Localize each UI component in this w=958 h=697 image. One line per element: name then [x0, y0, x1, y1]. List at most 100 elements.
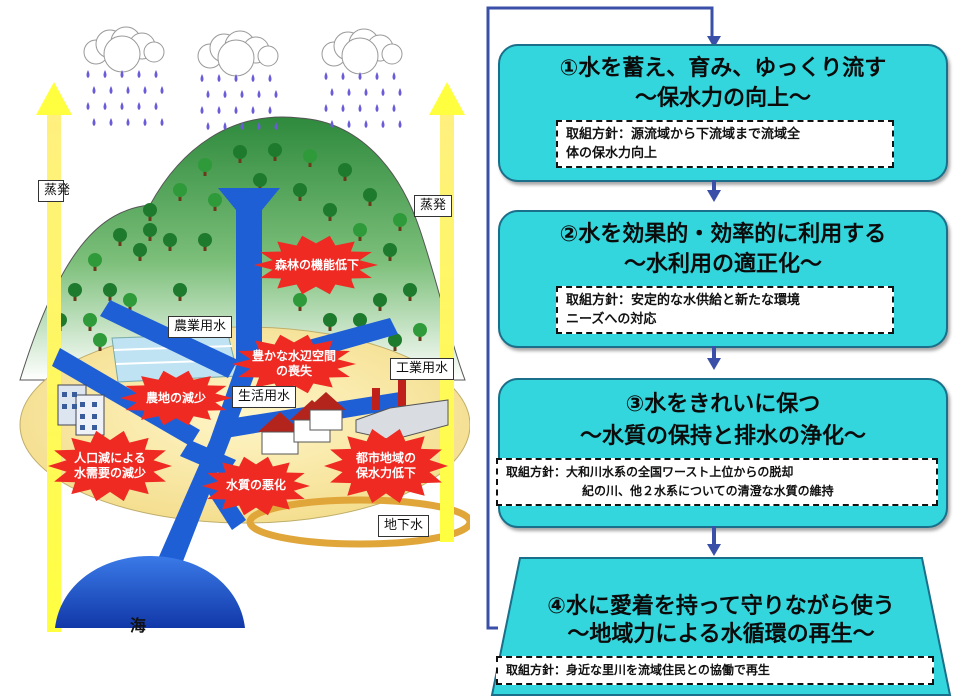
tree-icon [123, 293, 137, 311]
tree-icon [88, 253, 102, 271]
issue-waterside-line2: の喪失 [275, 364, 312, 378]
issue-forest: 森林の機能低下 [274, 258, 359, 272]
tree-icon [353, 223, 367, 241]
factory-icon [355, 380, 449, 441]
tree-icon [363, 188, 377, 206]
forest-trees [53, 143, 427, 351]
tree-icon [413, 323, 427, 341]
evaporation-label-left: 蒸発 [38, 180, 70, 202]
tree-icon [173, 183, 187, 201]
issue-quality: 水質の悪化 [225, 478, 286, 492]
tree-icon [163, 233, 177, 251]
flow-arrow-1 [707, 190, 721, 202]
apartment-buildings-icon [57, 384, 105, 436]
cloud-icon [197, 30, 279, 77]
step-2-title: ②水を効果的・効率的に利用する [559, 222, 887, 247]
tree-icon [208, 193, 222, 211]
sea [55, 556, 245, 628]
tree-icon [198, 233, 212, 251]
issue-burst-shape [254, 235, 378, 295]
tree-icon [323, 313, 337, 331]
step-1-subtitle: ～保水力の向上～ [634, 86, 811, 111]
tree-icon [143, 203, 157, 221]
tree-icon [403, 283, 417, 301]
issue-burst-shape [324, 429, 448, 503]
sea-label: 海 [130, 616, 147, 635]
tree-icon [338, 163, 352, 181]
step-2-policy-line2: ニーズへの対応 [566, 312, 657, 327]
step-4-policy: 取組方針：身近な里川を流域住民との協働で再生 [496, 656, 934, 685]
groundwater-label: 地下水 [378, 515, 430, 537]
scene-graphics [19, 82, 470, 632]
issue-waterside-line1: 豊かな水辺空間 [251, 349, 336, 363]
step-3-policy: 取組方針：大和川水系の全国ワースト上位からの脱却 紀の川、他２水系についての清澄… [496, 458, 938, 506]
step-4-policy-line1: 取組方針：身近な里川を流域住民との協働で再生 [506, 663, 770, 677]
tree-icon [173, 283, 187, 301]
tree-icon [373, 293, 387, 311]
evaporation-arrow-right [429, 82, 465, 542]
flow-stem-2 [712, 346, 716, 360]
step-3-subtitle: ～水質の保持と排水の浄化～ [579, 424, 866, 449]
houses-icon [258, 392, 346, 455]
tree-icon [233, 145, 247, 163]
step-2-policy-line1: 取組方針：安定的な水供給と新たな環境 [566, 293, 801, 308]
water-cycle-illustration: 蒸発 蒸発 農業用水 工業用水 生活用水 地下水 海 森林の機能低下 豊かな水辺… [0, 0, 470, 697]
cloud-icon [83, 26, 165, 73]
tree-icon [388, 333, 402, 351]
step-4-subtitle: ～地域力による水循環の再生～ [567, 622, 875, 647]
flow-arrow-2 [707, 358, 721, 370]
flow-stem-3 [712, 526, 716, 546]
raindrops-icon [200, 74, 278, 130]
tree-icon [293, 183, 307, 201]
step-2-subtitle: ～水利用の適正化～ [623, 252, 822, 277]
issue-burst-shape [202, 456, 310, 516]
tree-icon [303, 149, 317, 167]
domestic-water-label: 生活用水 [232, 386, 297, 408]
tree-icon [323, 203, 337, 221]
issue-urban-line2: 保水力低下 [355, 466, 416, 480]
step-1-policy: 取組方針：源流域から下流域まで流域全 体の保水力向上 [556, 120, 894, 168]
groundwater-ring [246, 496, 470, 548]
flow-arrow-3 [707, 544, 721, 556]
rain-clouds [83, 26, 403, 130]
tree-icon [133, 243, 147, 261]
issue-population-line2: 水需要の減少 [73, 466, 146, 480]
step-1-policy-line2: 体の保水力向上 [566, 146, 658, 161]
evaporation-arrow-left [36, 82, 72, 632]
step-3-policy-line2: 紀の川、他２水系についての清澄な水質の維持 [582, 484, 834, 498]
step-3-policy-line1: 取組方針：大和川水系の全国ワースト上位からの脱却 [506, 465, 794, 479]
tree-icon [293, 293, 307, 311]
issue-burst-shape [48, 430, 172, 502]
raindrops-icon [324, 72, 402, 128]
step-card-3: ③水をきれいに保つ ～水質の保持と排水の浄化～ 取組方針：大和川水系の全国ワース… [496, 378, 948, 528]
industrial-water-label: 工業用水 [390, 358, 455, 380]
step-1-title: ①水を蓄え、育み、ゆっくり流す [559, 56, 887, 81]
issue-population: 人口減による 水需要の減少 [50, 451, 170, 481]
issue-population-line1: 人口減による [74, 451, 146, 465]
cloud-icon [321, 28, 403, 75]
flow-stem-1 [712, 180, 716, 192]
tree-icon [93, 333, 107, 351]
issue-farmland: 農地の減少 [145, 391, 206, 405]
tree-icon [103, 283, 117, 301]
step-card-1: ①水を蓄え、育み、ゆっくり流す ～保水力の向上～ 取組方針：源流域から下流域まで… [498, 44, 948, 182]
tree-icon [83, 313, 97, 331]
step-4-title: ④水に愛着を持って守りながら使う [547, 594, 895, 619]
issue-urban-line1: 都市地域の [355, 451, 416, 465]
tree-icon [68, 283, 82, 301]
tree-icon [143, 223, 157, 241]
step-2-policy: 取組方針：安定的な水供給と新たな環境 ニーズへの対応 [556, 286, 894, 334]
tree-icon [268, 143, 282, 161]
step-1-policy-line1: 取組方針：源流域から下流域まで流域全 [566, 127, 801, 142]
evaporation-label-right: 蒸発 [414, 195, 453, 217]
tree-icon [393, 213, 407, 231]
tree-icon [198, 158, 212, 176]
issue-urban: 都市地域の 保水力低下 [326, 451, 446, 481]
step-3-title: ③水をきれいに保つ [625, 392, 821, 417]
tree-icon [383, 243, 397, 261]
tree-icon [113, 228, 127, 246]
raindrops-icon [86, 70, 164, 126]
issue-burst-shape [232, 334, 356, 394]
issue-waterside: 豊かな水辺空間 の喪失 [234, 349, 354, 379]
